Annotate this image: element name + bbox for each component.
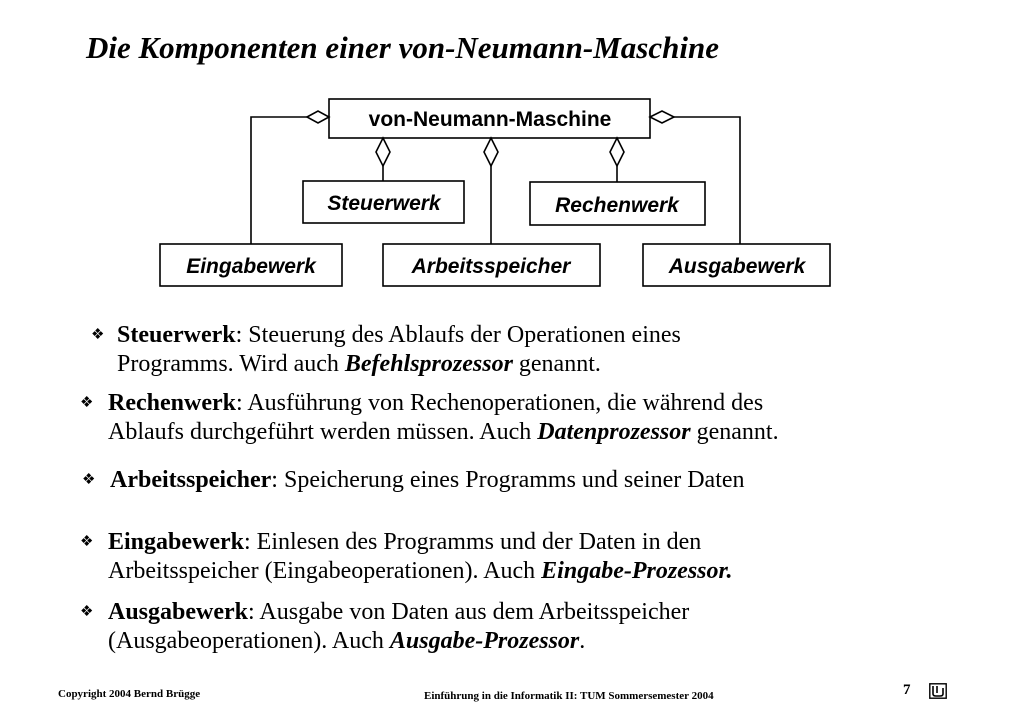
bullet-emphasis: Ausgabe-Prozessor [389, 628, 580, 654]
box-ausgabewerk [642, 243, 831, 287]
page-number: 7 [903, 682, 911, 698]
tum-logo-icon [929, 683, 947, 699]
bullet-text: . [579, 628, 586, 654]
label-rechenwerk: Rechenwerk [555, 194, 680, 217]
bullet-text: : Ausführung von Rechenoperationen, die … [235, 390, 764, 416]
diamond-bullet-icon: ❖ [82, 472, 96, 488]
uml-aggregation-diagram: von-Neumann-Maschine Steuerwerk Rechenwe… [159, 98, 831, 287]
label-arbeitsspeicher: Arbeitsspeicher [411, 255, 573, 278]
aggregation-diamond-arbeitsspeicher-icon [483, 136, 499, 168]
footer-copyright: Copyright 2004 Bernd Brügge [58, 688, 201, 700]
bullet-text: : Ausgabe von Daten aus dem Arbeitsspeic… [248, 599, 690, 625]
diamond-bullet-icon: ❖ [80, 534, 94, 550]
bullet-steuerwerk: ❖ Steuerwerk: Steuerung des Ablaufs der … [91, 321, 681, 379]
diamond-bullet-icon: ❖ [91, 327, 105, 343]
bullet-eingabewerk: ❖ Eingabewerk: Einlesen des Programms un… [80, 528, 733, 586]
aggregation-diamond-left-icon [305, 110, 331, 124]
link-ausgabewerk [674, 116, 741, 244]
bullet-text: Arbeitsspeicher (Eingabeoperationen). Au… [108, 558, 542, 584]
link-eingabewerk [250, 116, 307, 244]
bullet-text: : Steuerung des Ablaufs der Operationen … [235, 322, 681, 348]
bullet-text: genannt. [690, 419, 779, 445]
bullet-text: Programms. Wird auch [117, 351, 345, 377]
bullet-ausgabewerk: ❖ Ausgabewerk: Ausgabe von Daten aus dem… [80, 598, 690, 656]
bullet-term: Rechenwerk [108, 390, 236, 416]
footer-course: Einführung in die Informatik II: TUM Som… [424, 690, 714, 702]
bullet-term: Ausgabewerk [108, 599, 249, 625]
slide-title: Die Komponenten einer von-Neumann-Maschi… [86, 30, 719, 65]
bullet-text: : Einlesen des Programms und der Daten i… [244, 529, 702, 555]
bullet-term: Steuerwerk [117, 322, 236, 348]
bullet-text: (Ausgabeoperationen). Auch [108, 628, 390, 654]
bullet-emphasis: Datenprozessor [537, 419, 691, 445]
bullet-text: : Speicherung eines Programms und seiner… [271, 467, 745, 493]
aggregation-diamond-rechenwerk-icon [609, 136, 625, 168]
label-steuerwerk: Steuerwerk [327, 192, 442, 215]
box-von-neumann-maschine [328, 98, 651, 139]
aggregation-diamond-steuerwerk-icon [375, 136, 391, 168]
label-von-neumann-maschine: von-Neumann-Maschine [369, 108, 612, 131]
aggregation-diamond-right-icon [648, 110, 676, 124]
bullet-text: genannt. [512, 351, 601, 377]
label-eingabewerk: Eingabewerk [186, 255, 317, 278]
bullet-emphasis: Eingabe-Prozessor. [541, 558, 733, 584]
label-ausgabewerk: Ausgabewerk [668, 255, 807, 278]
bullet-term: Arbeitsspeicher [110, 467, 272, 493]
bullet-text: Ablaufs durchgeführt werden müssen. Auch [108, 419, 538, 445]
bullet-rechenwerk: ❖ Rechenwerk: Ausführung von Rechenopera… [80, 389, 779, 447]
bullet-term: Eingabewerk [108, 529, 245, 555]
diamond-bullet-icon: ❖ [80, 604, 94, 620]
diamond-bullet-icon: ❖ [80, 395, 94, 411]
bullet-arbeitsspeicher: ❖ Arbeitsspeicher: Speicherung eines Pro… [82, 466, 745, 495]
bullet-emphasis: Befehlsprozessor [344, 351, 513, 377]
